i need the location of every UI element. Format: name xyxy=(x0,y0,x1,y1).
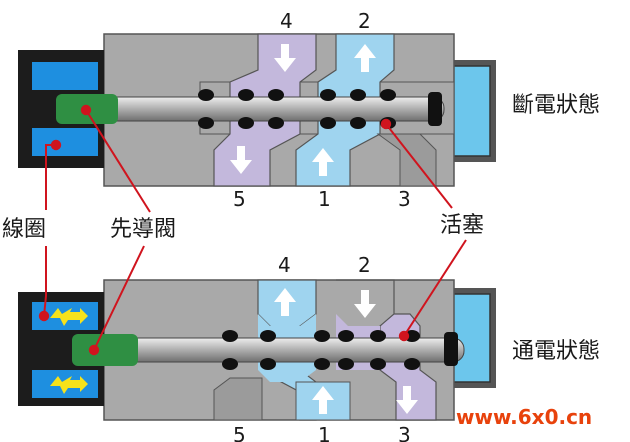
port-3-channel xyxy=(376,133,437,187)
down-arrow-icon xyxy=(396,386,418,414)
down-arrow-icon xyxy=(230,146,252,174)
up-arrow-icon xyxy=(312,148,334,176)
lightning-arrow-icon xyxy=(50,376,88,394)
pilot-plunger xyxy=(56,94,118,124)
coil-winding xyxy=(32,62,98,90)
port-label-1: 1 xyxy=(318,187,331,211)
valve-off-state: 4 2 5 1 3 xyxy=(18,9,496,211)
coil-winding xyxy=(32,128,98,156)
port-label-4: 4 xyxy=(278,253,291,277)
piston-leader-top xyxy=(380,118,453,209)
spring-chamber xyxy=(447,65,491,157)
pilot-plunger xyxy=(72,334,138,366)
state-label-off: 斷電狀態 xyxy=(512,93,600,118)
up-arrow-icon xyxy=(312,386,334,414)
watermark: www.6x0.cn xyxy=(456,405,592,429)
coil-label: 線圈 xyxy=(2,217,46,242)
down-arrow-icon xyxy=(354,290,376,318)
port-label-3: 3 xyxy=(398,187,411,211)
valve-on-state: 4 2 5 1 3 xyxy=(18,253,496,442)
port-label-1: 1 xyxy=(318,423,331,442)
port-label-2: 2 xyxy=(358,253,371,277)
port-label-5: 5 xyxy=(233,187,246,211)
port-label-5: 5 xyxy=(233,423,246,442)
up-arrow-icon xyxy=(354,44,376,72)
piston-label: 活塞 xyxy=(440,213,484,238)
port-label-2: 2 xyxy=(358,9,371,33)
leader-lines xyxy=(38,104,467,356)
state-label-on: 通電狀態 xyxy=(512,339,600,364)
piston-leader-bottom xyxy=(398,239,467,342)
port-label-3: 3 xyxy=(398,423,411,442)
pilot-leader-bottom xyxy=(88,245,145,356)
coil-leader-top xyxy=(45,139,62,210)
lightning-arrow-icon xyxy=(50,308,88,326)
up-arrow-icon xyxy=(274,288,296,316)
pilot-valve-label: 先導閥 xyxy=(110,217,176,242)
coil-leader-bottom xyxy=(38,246,50,322)
pilot-leader-top xyxy=(80,104,151,213)
port-label-4: 4 xyxy=(280,9,293,33)
port-5-channel xyxy=(213,377,263,421)
down-arrow-icon xyxy=(274,44,296,72)
